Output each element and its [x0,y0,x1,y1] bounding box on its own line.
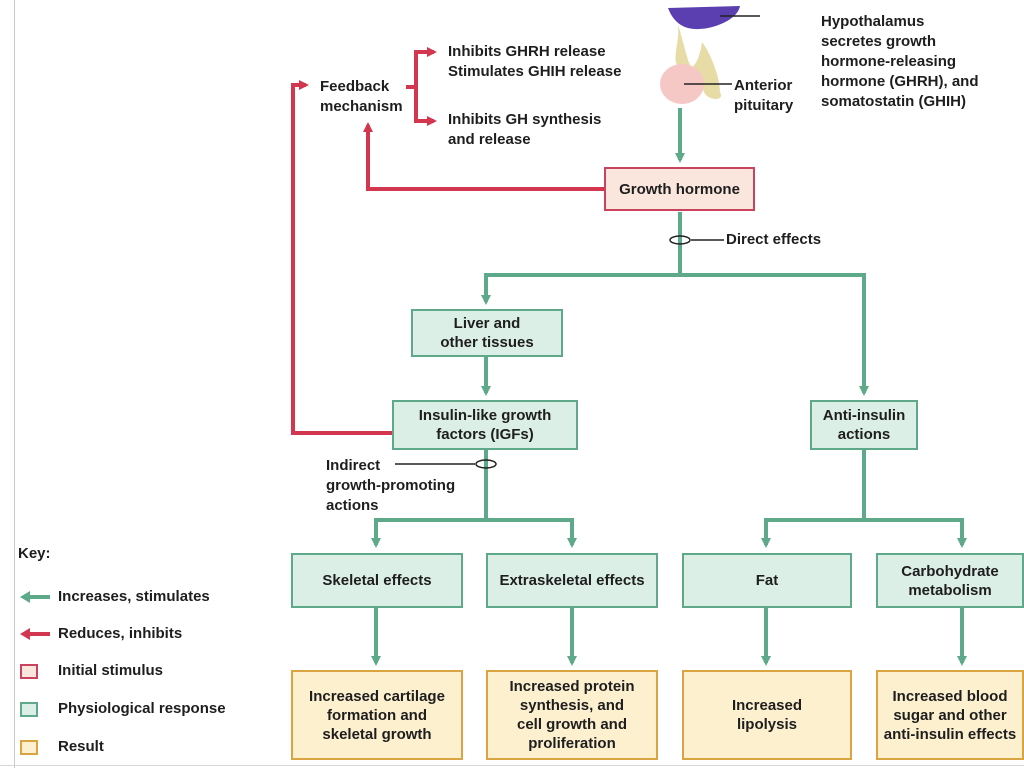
direct-effects-marker [669,235,691,245]
hypothalamus-shape [668,6,740,30]
hypothalamus-pituitary-illustration [660,6,760,104]
green-arrow-left-icon [20,591,50,603]
pink-swatch-icon [20,664,38,679]
hypothalamus-label: Hypothalamus secretes growth hormone-rel… [821,13,979,110]
feedback-mechanism-label: Feedback mechanism [320,78,403,115]
green-swatch-icon [20,702,38,717]
arrow-inhibits-gh [414,87,437,126]
result-lipolysis-box: Increased lipolysis [682,670,852,760]
skeletal-effects-box: Skeletal effects [291,553,463,608]
result-cartilage-box: Increased cartilage formation and skelet… [291,670,463,760]
indirect-marker [475,459,497,469]
bottom-border [0,765,1024,766]
inhibits-gh-label: Inhibits GH synthesis and release [448,111,602,148]
arrow-gh-feedback [363,122,605,191]
anti-insulin-box: Anti-insulin actions [810,400,918,450]
growth-hormone-box: Growth hormone [604,167,755,211]
result-blood-sugar-box: Increased blood sugar and other anti-ins… [876,670,1024,760]
left-border [14,0,15,768]
legend-label-increases: Increases, stimulates [58,588,210,605]
inhibits-ghrh-label: Inhibits GHRH release Stimulates GHIH re… [448,43,622,80]
anterior-pituitary-shape [660,64,704,104]
arrow-igf-feedback [291,80,400,435]
yellow-swatch-icon [20,740,38,755]
legend-label-reduces: Reduces, inhibits [58,625,183,642]
arrow-inhibits-ghrh [414,47,437,87]
fat-box: Fat [682,553,852,608]
liver-box: Liver and other tissues [411,309,563,357]
igf-box: Insulin-like growth factors (IGFs) [392,400,578,450]
direct-effects-label: Direct effects [726,231,822,248]
legend-label-result: Result [58,738,104,755]
legend-label-initial: Initial stimulus [58,662,164,679]
extraskeletal-effects-box: Extraskeletal effects [486,553,658,608]
legend-label-response: Physiological response [58,700,226,717]
indirect-actions-label: Indirect growth-promoting actions [326,457,456,514]
legend-title: Key: [18,545,51,562]
pituitary-stalk [675,24,722,100]
carbohydrate-metabolism-box: Carbohydrate metabolism [876,553,1024,608]
red-arrow-left-icon [20,628,50,640]
anterior-pituitary-label: Anterior pituitary [734,77,794,114]
result-protein-box: Increased protein synthesis, and cell gr… [486,670,658,760]
